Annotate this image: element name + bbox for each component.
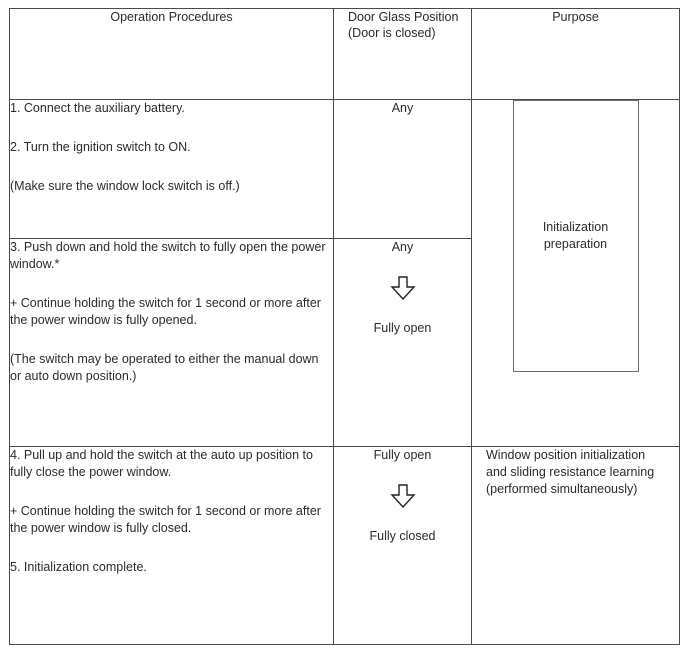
purpose-line3: (performed simultaneously) (486, 482, 638, 497)
row-2-position-stack: Any Fully open (334, 239, 471, 337)
column-header-operation-procedures: Operation Procedures (9, 7, 334, 101)
row-1-position-label: Any (391, 101, 414, 116)
column-header-purpose: Purpose (471, 7, 680, 101)
row-1-procedure-note: (Make sure the window lock switch is off… (10, 179, 240, 194)
table-row: 3. Push down and hold the switch to full… (9, 237, 680, 448)
purpose-line2: and sliding resistance learning (486, 465, 655, 480)
initialization-procedure-table: Operation Procedures Door Glass Position… (9, 7, 680, 645)
initialization-preparation-box: Initialization preparation (512, 100, 639, 373)
initialization-preparation-line2: preparation (543, 237, 608, 252)
row-3-position-label-from: Fully open (373, 448, 432, 463)
purpose-window-position-initialization-text: Window position initialization and slidi… (472, 447, 679, 498)
column-header-door-glass-position: Door Glass Position (Door is closed) (333, 7, 472, 101)
column-header-door-glass-position-line1: Door Glass Position (348, 10, 459, 24)
row-3-procedure-step-4: 4. Pull up and hold the switch at the au… (10, 448, 313, 480)
table-row: 4. Pull up and hold the switch at the au… (9, 446, 680, 645)
purpose-line1: Window position initialization (486, 448, 646, 463)
row-2-procedure-step-3: 3. Push down and hold the switch to full… (10, 239, 326, 271)
row-2-procedures-cell: 3. Push down and hold the switch to full… (9, 237, 334, 448)
row-2-position-cell: Any Fully open (333, 237, 472, 448)
initialization-preparation-text: Initialization preparation (543, 219, 608, 253)
purpose-cell-initialization-preparation: Initialization preparation (471, 99, 680, 448)
column-header-door-glass-position-lines: Door Glass Position (Door is closed) (334, 9, 471, 41)
row-2-procedure-continue-note: + Continue holding the switch for 1 seco… (10, 295, 321, 327)
initialization-preparation-line1: Initialization (542, 220, 609, 235)
row-1-position-cell: Any (333, 99, 472, 239)
column-header-door-glass-position-line2: (Door is closed) (348, 26, 436, 40)
table-header-row: Operation Procedures Door Glass Position… (9, 7, 680, 101)
column-header-operation-procedures-label: Operation Procedures (110, 10, 233, 24)
table-row: 1. Connect the auxiliary battery. 2. Tur… (9, 99, 680, 448)
down-arrow-icon (389, 276, 416, 300)
row-1-procedures-cell: 1. Connect the auxiliary battery. 2. Tur… (9, 99, 334, 239)
row-1-position-stack: Any (334, 100, 471, 117)
row-3-procedure-step-5: 5. Initialization complete. (10, 560, 147, 575)
row-2-procedure-parenthetical-note: (The switch may be operated to either th… (10, 351, 319, 383)
row-3-procedures-cell: 4. Pull up and hold the switch at the au… (9, 446, 334, 645)
row-1-procedure-step-2: 2. Turn the ignition switch to ON. (10, 140, 191, 155)
row-3-position-cell: Fully open Fully closed (333, 446, 472, 645)
row-3-procedure-continue-note: + Continue holding the switch for 1 seco… (10, 504, 321, 536)
row-2-position-label-from: Any (391, 239, 414, 254)
row-1-procedure-step-1: 1. Connect the auxiliary battery. (10, 101, 185, 116)
down-arrow-icon (389, 484, 416, 509)
column-header-purpose-label: Purpose (552, 10, 599, 24)
row-2-position-label-to: Fully open (373, 320, 432, 335)
purpose-cell-window-position-initialization: Window position initialization and slidi… (471, 446, 680, 645)
row-3-position-label-to: Fully closed (369, 529, 436, 544)
row-3-position-stack: Fully open Fully closed (334, 447, 471, 545)
